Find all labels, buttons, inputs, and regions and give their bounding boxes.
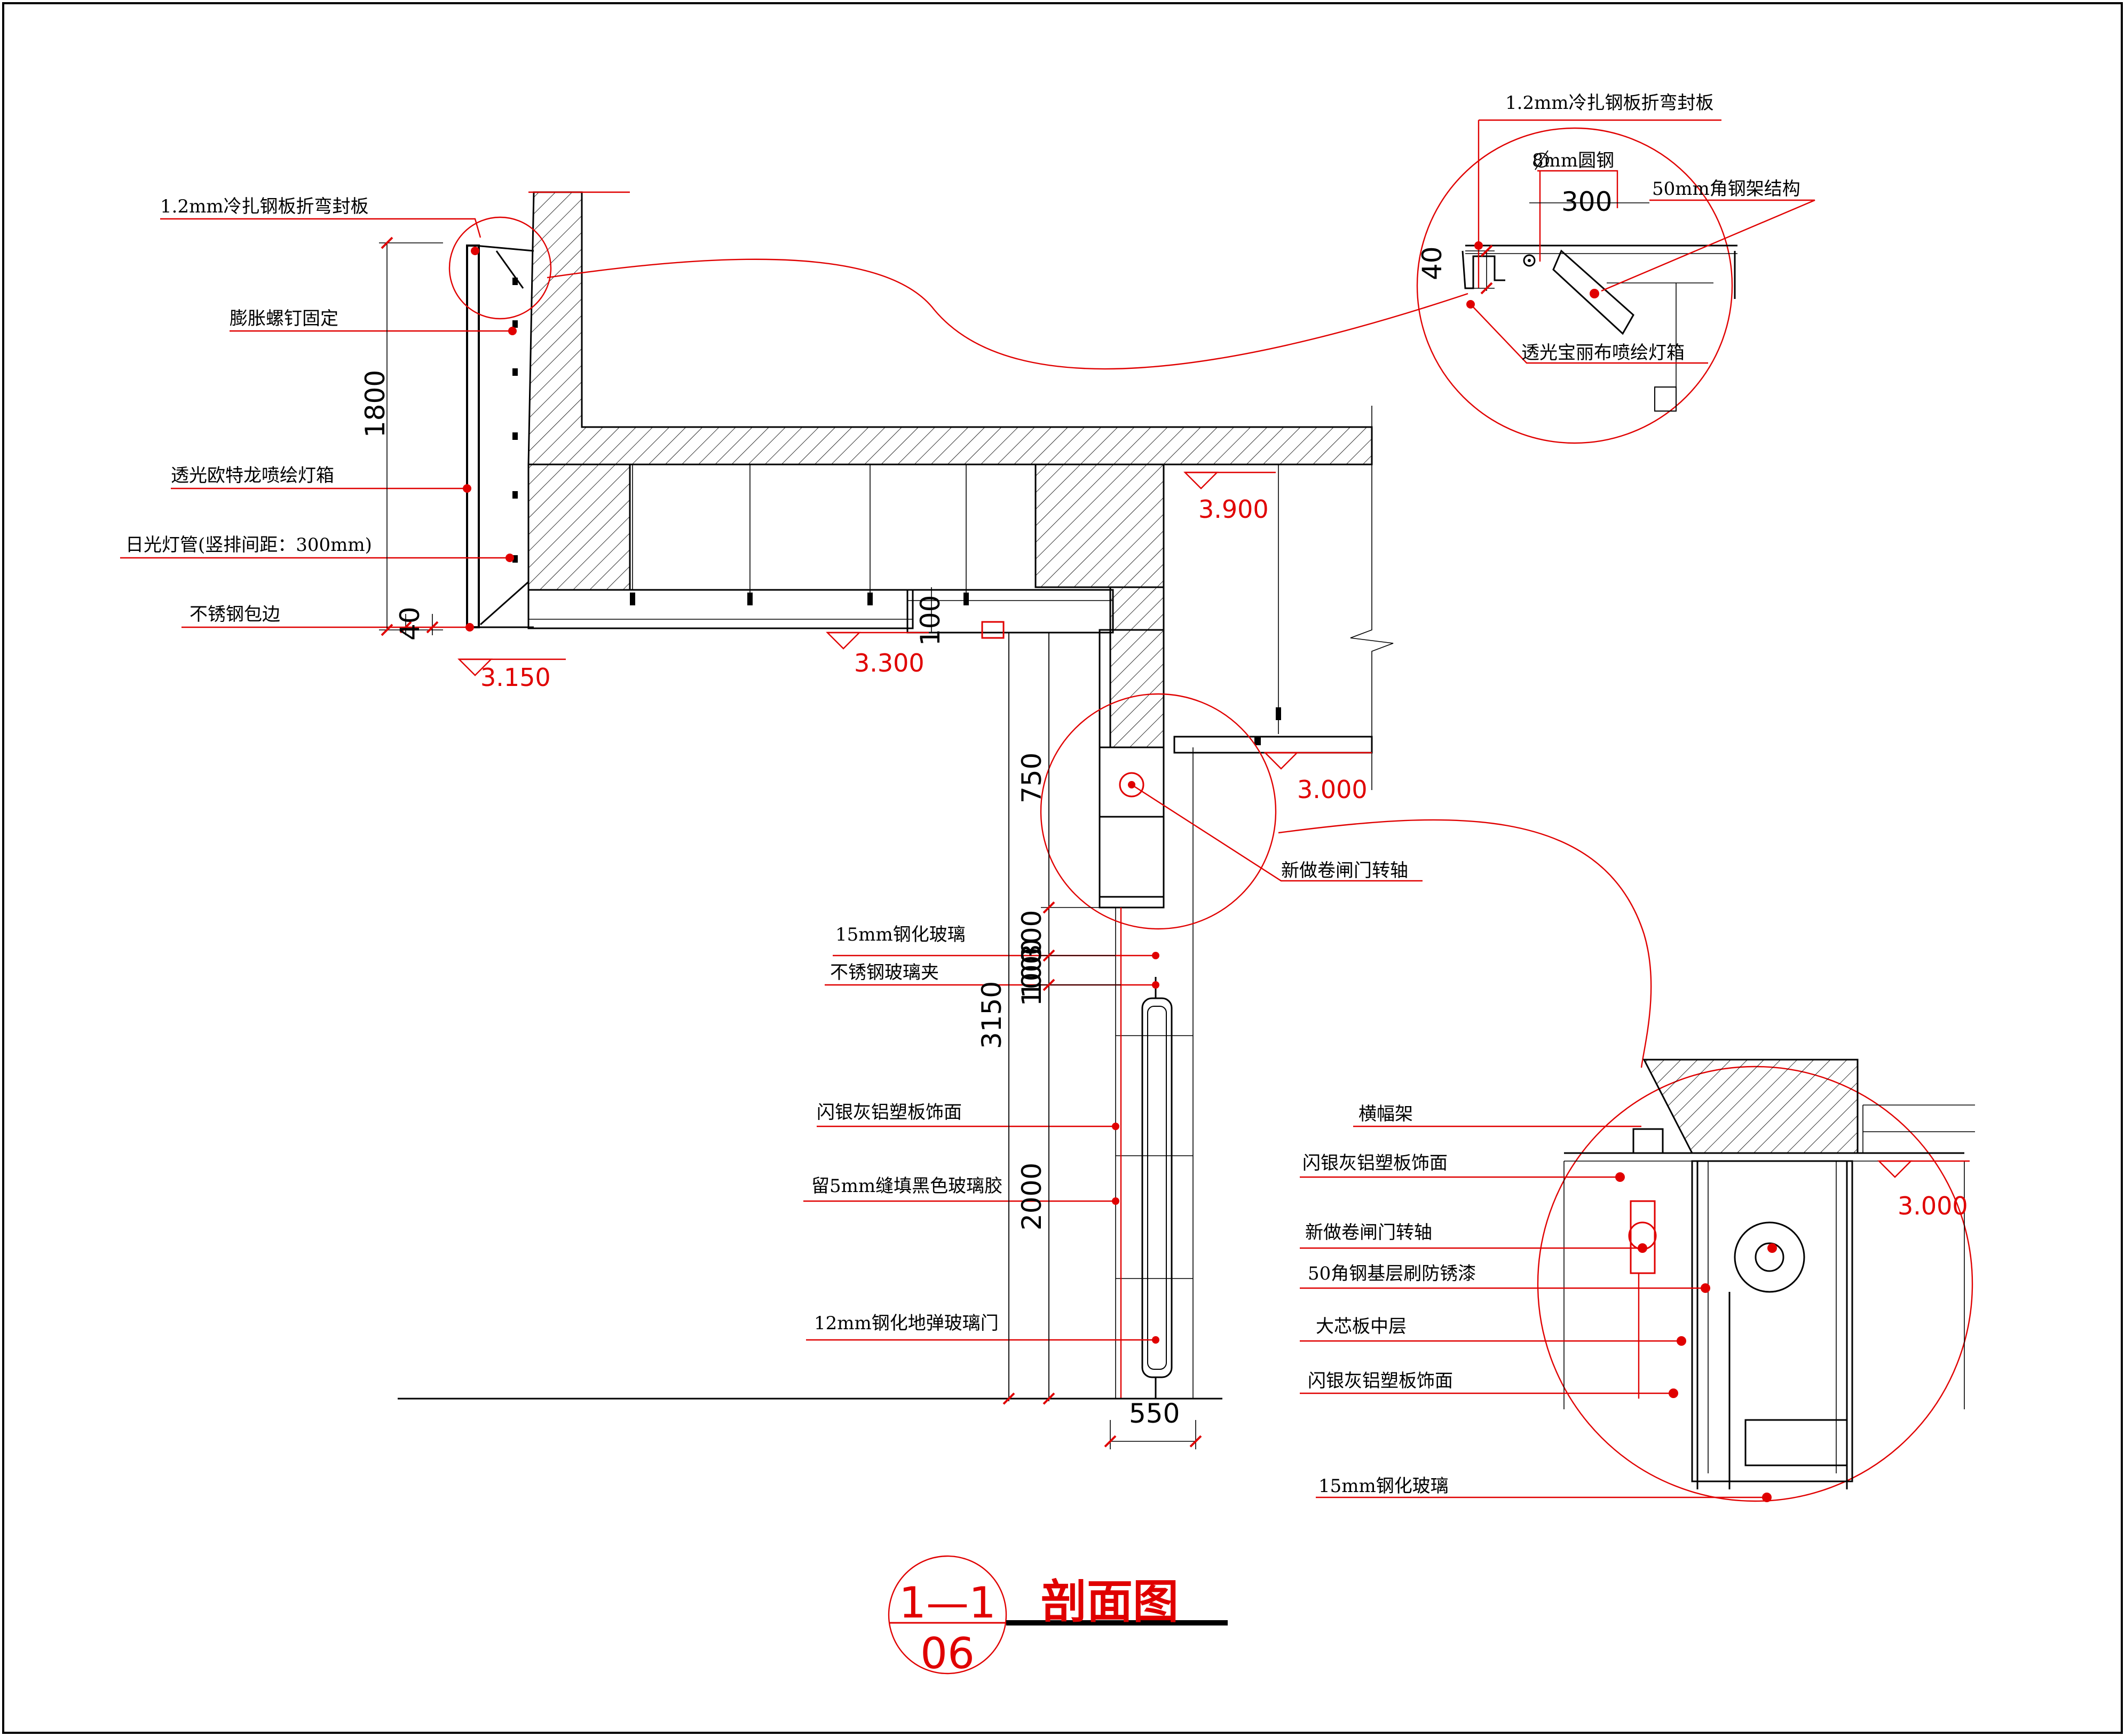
dim-3150: 3150 — [976, 981, 1007, 1049]
label-ss-clip: 不锈钢玻璃夹 — [830, 962, 939, 983]
label-lightbox-left: 透光欧特龙喷绘灯箱 — [171, 465, 334, 486]
dim-100: 100 — [915, 595, 946, 646]
label-cold-steel-right: 1.2mm冷扎钢板折弯封板 — [1505, 92, 1714, 114]
dimension-ticks — [381, 236, 1493, 1448]
glass-door — [1141, 997, 1173, 1378]
label-lightbox-right: 透光宝丽布喷绘灯箱 — [1521, 342, 1685, 364]
diameter-icon — [1534, 150, 1549, 170]
elevation-markers — [457, 471, 1970, 1178]
sheet-number: 06 — [920, 1629, 975, 1678]
dim-300-b: 300 — [1016, 910, 1047, 961]
lightbox-left — [466, 244, 480, 628]
label-shutter-shaft-2: 新做卷闸门转轴 — [1305, 1222, 1432, 1243]
label-banner-frame: 横幅架 — [1358, 1103, 1413, 1125]
detail-bottom-right — [1537, 1059, 1975, 1502]
dim-40-right: 40 — [1417, 246, 1448, 280]
dimension-values: 1800 40 300 40 100 750 1000 300 100 3150… — [360, 186, 1612, 1429]
label-gap-glue: 留5mm缝填黑色玻璃胶 — [811, 1175, 1002, 1197]
dim-750: 750 — [1016, 753, 1047, 803]
bolts — [512, 278, 518, 563]
label-glass15: 15mm钢化玻璃 — [835, 924, 966, 945]
detail-top-right — [1416, 127, 1737, 444]
dim-550: 550 — [1129, 1398, 1180, 1429]
title-block: 1—1 06 剖面图 — [888, 1555, 1228, 1678]
section-id: 1—1 — [899, 1578, 996, 1628]
drawing-title: 剖面图 — [1041, 1575, 1179, 1629]
annotation-labels: 1.2mm冷扎钢板折弯封板 膨胀螺钉固定 透光欧特龙喷绘灯箱 日光灯管(竖排间距… — [125, 92, 1800, 1497]
label-fluorescent: 日光灯管(竖排间距：300mm) — [125, 534, 372, 556]
dimension-lines — [379, 202, 1649, 1449]
elev-3900: 3.900 — [1198, 495, 1269, 524]
label-core-board: 大芯板中层 — [1316, 1316, 1407, 1337]
dim-2000: 2000 — [1016, 1163, 1047, 1230]
label-angle-frame: 50mm角钢架结构 — [1652, 178, 1800, 200]
structure — [398, 191, 1652, 1400]
label-ss-edge: 不锈钢包边 — [189, 604, 280, 625]
label-alu-panel: 闪银灰铝塑板饰面 — [817, 1102, 962, 1123]
leader-dots — [463, 241, 1777, 1502]
elev-3300: 3.300 — [854, 649, 925, 677]
elev-3000: 3.000 — [1297, 775, 1368, 804]
label-alu-panel-2: 闪银灰铝塑板饰面 — [1302, 1153, 1448, 1174]
label-expansion-bolt: 膨胀螺钉固定 — [230, 308, 338, 329]
label-alu-panel-3: 闪银灰铝塑板饰面 — [1308, 1370, 1453, 1392]
label-glass-door: 12mm钢化地弹玻璃门 — [814, 1313, 999, 1334]
dim-1000: 1000 — [1016, 938, 1047, 1006]
dim-300: 300 — [1561, 186, 1612, 217]
elev-3150: 3.150 — [480, 663, 551, 692]
label-shutter-shaft: 新做卷闸门转轴 — [1281, 860, 1408, 881]
leaders — [120, 119, 1815, 1498]
elevation-values: 3.150 3.300 3.900 3.000 3.000 — [480, 495, 1968, 1220]
label-angle-base: 50角钢基层刷防锈漆 — [1308, 1263, 1476, 1284]
dim-40-left: 40 — [394, 606, 425, 641]
label-glass15-2: 15mm钢化玻璃 — [1318, 1475, 1449, 1497]
label-cold-steel-left: 1.2mm冷扎钢板折弯封板 — [160, 196, 369, 217]
elev-3000-detail: 3.000 — [1898, 1191, 1968, 1220]
dim-100-b: 100 — [1016, 948, 1047, 998]
dim-1800: 1800 — [360, 370, 391, 438]
